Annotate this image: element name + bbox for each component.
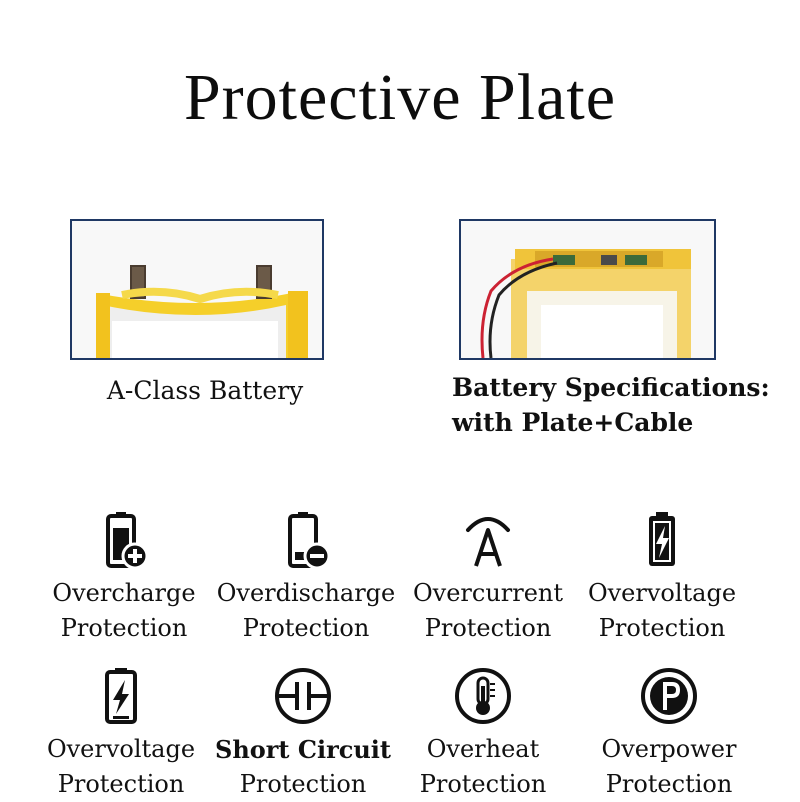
feature-overcurrent: Overcurrent Protection xyxy=(398,510,578,646)
page-title: Protective Plate xyxy=(183,61,617,134)
feature-line1: Overvoltage xyxy=(587,579,737,607)
battery-bolt-icon xyxy=(105,668,137,724)
feature-line2: Protection xyxy=(242,614,370,642)
feature-overvoltage-2: Overvoltage Protection xyxy=(31,666,211,802)
feature-overheat: Overheat Protection xyxy=(393,666,573,802)
feature-overdischarge: Overdischarge Protection xyxy=(216,510,396,646)
feature-line2: Protection xyxy=(424,614,552,642)
feature-line2: Protection xyxy=(419,770,547,798)
thermometer-icon xyxy=(455,668,511,724)
feature-line2: Protection xyxy=(60,614,188,642)
feature-line2: Protection xyxy=(605,770,733,798)
feature-line2: Protection xyxy=(239,770,367,798)
battery-plus-icon xyxy=(106,512,149,570)
battery-bolt-icon xyxy=(649,512,675,566)
caption-a-class-battery: A-Class Battery xyxy=(106,376,304,405)
feature-line2: Protection xyxy=(57,770,185,798)
feature-overcharge: Overcharge Protection xyxy=(34,510,214,646)
feature-line1: Overcharge xyxy=(52,579,196,607)
feature-overpower: Overpower Protection xyxy=(579,666,759,802)
feature-line1: Overpower xyxy=(601,735,737,763)
feature-short-circuit: Short Circuit Protection xyxy=(213,666,393,802)
feature-line1: Short Circuit xyxy=(214,735,391,764)
feature-overvoltage: Overvoltage Protection xyxy=(572,510,752,646)
feature-line2: Protection xyxy=(598,614,726,642)
feature-line1: Overdischarge xyxy=(216,579,396,607)
current-a-icon xyxy=(466,517,510,567)
battery-photo-right xyxy=(459,219,716,360)
battery-minus-icon xyxy=(288,512,331,570)
feature-line1: Overvoltage xyxy=(46,735,196,763)
caption-spec-line2: with Plate+Cable xyxy=(452,408,694,437)
battery-photo-left xyxy=(70,219,324,360)
feature-line1: Overcurrent xyxy=(412,579,564,607)
circuit-break-icon xyxy=(275,668,331,724)
power-p-icon xyxy=(641,668,697,724)
feature-line1: Overheat xyxy=(426,735,540,763)
caption-spec-line1: Battery Specifications: xyxy=(452,373,770,402)
caption-battery-specifications: Battery Specifications: with Plate+Cable xyxy=(452,370,792,440)
